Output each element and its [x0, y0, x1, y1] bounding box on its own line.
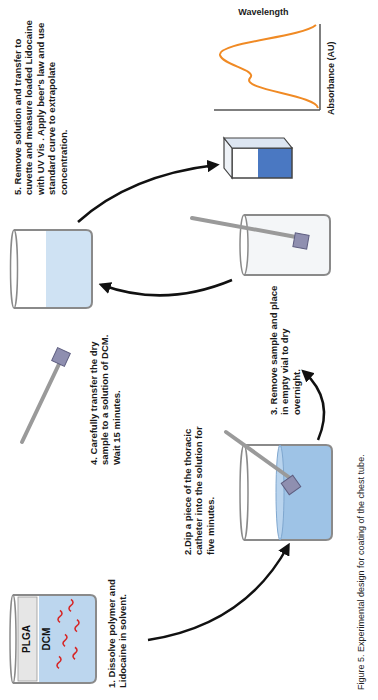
forceps-arm [22, 362, 60, 442]
cuvette-front [232, 148, 292, 178]
beaker-outline [244, 445, 332, 540]
beaker [11, 230, 93, 308]
forceps-arm [192, 218, 296, 237]
beaker-outline [14, 230, 92, 308]
curved-arrow [102, 280, 232, 295]
vial-outline [244, 215, 330, 275]
drug-particle [73, 647, 77, 659]
vial [192, 215, 330, 275]
axis [319, 24, 321, 110]
step-text: 4. Carefully transfer the dry sample to … [88, 315, 122, 465]
catheter-sample [293, 233, 309, 249]
beaker-node: PLGA DCM [8, 593, 98, 685]
solution [46, 230, 92, 308]
cuvette-solution [258, 148, 292, 178]
solution-surface [276, 445, 284, 540]
curved-arrow [304, 372, 324, 440]
catheter-sample [281, 475, 300, 494]
spectrum-graph [214, 24, 320, 110]
drug-particle [75, 620, 79, 632]
catheter-sample [52, 348, 71, 367]
step-text: 1. Dissolve polymer and Lidocaine in sol… [106, 573, 129, 688]
drug-particle [58, 610, 62, 622]
cuvette [224, 138, 292, 178]
forceps-arm [226, 432, 290, 478]
step-text: 3. Remove sample and place in empty vial… [268, 280, 302, 415]
curved-arrow [78, 165, 216, 222]
beaker-rim [240, 445, 248, 540]
spectrum-curve [220, 25, 318, 108]
axis-label: Absorbance (AU) [326, 41, 337, 115]
beaker-rim [11, 230, 18, 308]
drug-particle [63, 634, 67, 646]
cuvette-side [224, 138, 292, 148]
step-text: 5. Remove solution and transfer to cuvet… [12, 7, 69, 195]
step-text: 2.Dip a piece of the thoracic catheter i… [182, 420, 216, 555]
vial-rim [240, 215, 248, 275]
axis-label: Wavelength [228, 7, 298, 18]
solution [280, 445, 332, 540]
axis [214, 109, 320, 111]
figure-caption: Figure 5. Experimental design for coatin… [356, 454, 366, 690]
forceps [22, 348, 70, 442]
forceps [226, 432, 301, 495]
drug-particle [69, 599, 73, 611]
beaker [240, 445, 332, 540]
process-arrows [78, 165, 324, 640]
beaker-rim [10, 595, 16, 683]
solvent-text: DCM [41, 593, 53, 685]
label-text: PLGA [21, 593, 33, 685]
curved-arrow [148, 546, 288, 640]
drug-particle [57, 656, 61, 668]
